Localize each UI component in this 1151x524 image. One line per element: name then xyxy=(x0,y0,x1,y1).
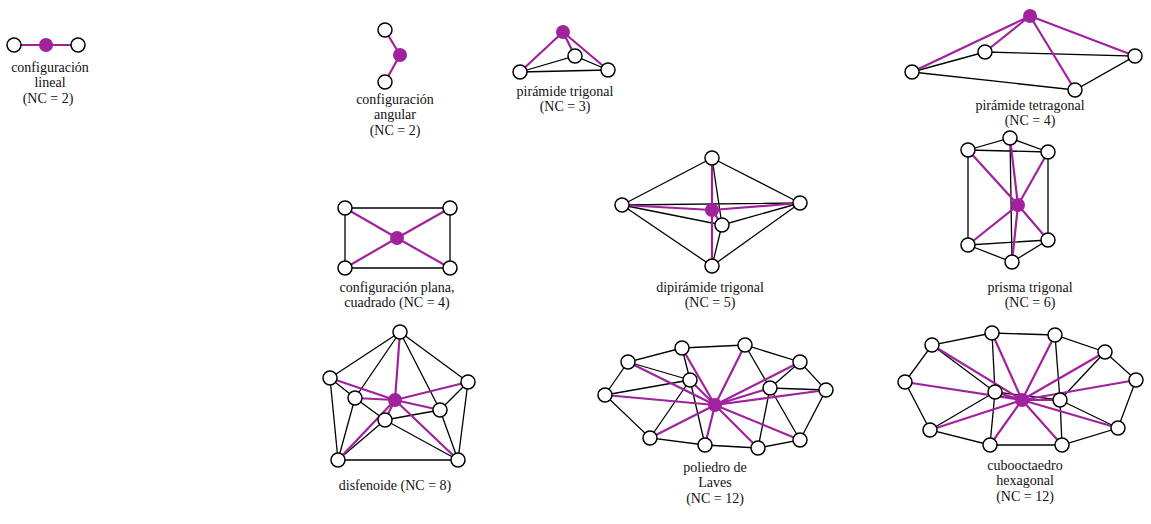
coordination-number: (NC = 12) xyxy=(996,489,1054,504)
coordination-number: (NC = 4) xyxy=(1005,113,1056,128)
coordination-number: (NC = 5) xyxy=(685,295,736,310)
coordination-number: (NC = 3) xyxy=(540,99,591,114)
shape-name: configuración plana, cuadrado (NC = 4) xyxy=(327,280,467,311)
shape-name: poliedro de Laves xyxy=(675,460,755,491)
shape-name: pirámide trigonal xyxy=(517,84,614,99)
coordination-number: (NC = 6) xyxy=(1005,295,1056,310)
shape-name: configuración angular xyxy=(348,92,443,123)
shape-name: pirámide tetragonal xyxy=(975,98,1084,113)
shape-name: cubooctaedro hexagonal xyxy=(975,458,1075,489)
coordination-number: (NC = 12) xyxy=(686,491,744,506)
shape-name: disfenoide (NC = 8) xyxy=(339,478,452,493)
coordination-number: (NC = 2) xyxy=(23,91,74,106)
coordination-number: (NC = 2) xyxy=(370,123,421,138)
shape-name: dipirámide trigonal xyxy=(656,280,764,295)
shape-name: configuración lineal xyxy=(4,60,96,91)
shape-name: prisma trigonal xyxy=(987,280,1072,295)
